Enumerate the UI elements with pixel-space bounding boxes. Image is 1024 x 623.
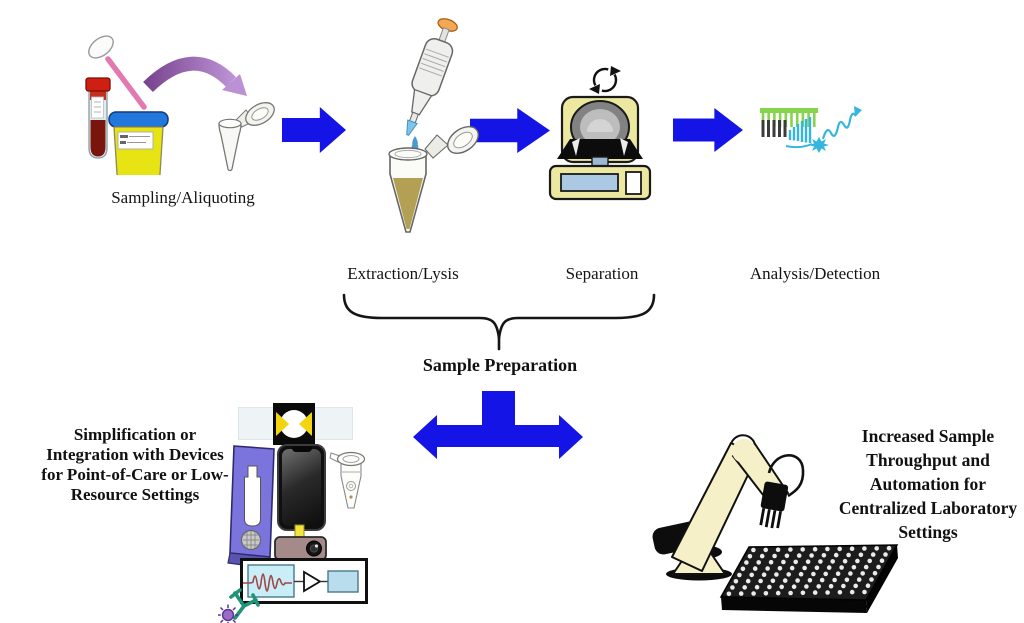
centrifuge-button xyxy=(625,171,642,195)
detection-window-icon xyxy=(273,403,315,445)
fluorescence-star-icon xyxy=(809,137,829,153)
biorecognition-icon-group xyxy=(218,588,260,623)
pipette-icon xyxy=(406,18,458,136)
rotation-arrows-icon xyxy=(589,66,621,94)
smartphone-screen xyxy=(282,449,321,526)
extraction-label: Extraction/Lysis xyxy=(347,264,459,283)
robot-arm-icon xyxy=(652,434,805,581)
flow-arrow-icon xyxy=(470,108,550,153)
left-branch-line: Integration with Devices xyxy=(46,445,224,464)
right-branch-text: Increased Sample Throughput and Automati… xyxy=(833,424,1023,544)
smartphone-notch-icon xyxy=(291,446,312,452)
analysis-label: Analysis/Detection xyxy=(749,264,881,283)
separation-label: Separation xyxy=(565,264,639,283)
transfer-arrow-icon xyxy=(143,56,247,96)
sampling-label: Sampling/Aliquoting xyxy=(111,188,255,207)
amplifier-icon xyxy=(303,570,322,593)
circuit-diagram-icon xyxy=(240,558,368,604)
right-branch-line: Settings xyxy=(898,522,958,542)
conical-tube-icon xyxy=(388,126,479,233)
left-branch-line: Resource Settings xyxy=(70,485,200,504)
extraction-icon-group xyxy=(388,18,479,233)
microtube-icon xyxy=(218,102,275,172)
flow-arrow-icon xyxy=(673,108,743,152)
rotor-lid-icon xyxy=(557,139,643,159)
right-branch-line: Centralized Laboratory xyxy=(838,498,1018,518)
branch-arrow-icon xyxy=(413,391,583,459)
analysis-icon-group xyxy=(760,106,862,153)
urine-cup-icon xyxy=(108,111,169,175)
blood-tube-icon xyxy=(85,77,111,159)
centrifuge-display xyxy=(560,173,619,192)
antibody-icon xyxy=(229,588,260,620)
centrifuge-icon xyxy=(548,66,652,201)
gripper-icon xyxy=(759,481,789,529)
left-branch-line: Simplification or xyxy=(73,425,197,444)
emission-wave-arrow-icon xyxy=(821,106,862,140)
signal-trace-icon xyxy=(243,573,292,592)
sample-preparation-label: Sample Preparation xyxy=(422,355,578,375)
automation-icon-group xyxy=(652,434,899,613)
flow-arrow-icon xyxy=(282,107,346,153)
gel-bands-icon xyxy=(761,120,787,137)
camera-attachment-icon xyxy=(274,524,327,561)
well-plate-icon xyxy=(719,544,899,613)
virus-icon xyxy=(218,604,238,623)
well-plate-wells xyxy=(726,545,892,597)
left-branch-line: for Point-of-Care or Low- xyxy=(41,465,229,484)
left-branch-text: Simplification or Integration with Devic… xyxy=(27,425,243,505)
swab-icon xyxy=(88,35,147,110)
sampling-icon-group xyxy=(85,35,275,175)
brace xyxy=(342,293,656,351)
right-branch-line: Throughput and xyxy=(866,450,990,470)
gel-comb-icon xyxy=(760,108,818,127)
right-branch-line: Automation for xyxy=(869,474,987,494)
robot-cable-icon xyxy=(767,454,805,498)
smartphone-icon xyxy=(277,444,326,531)
sample-tube-icon xyxy=(329,451,366,509)
right-branch-line: Increased Sample xyxy=(861,426,995,446)
